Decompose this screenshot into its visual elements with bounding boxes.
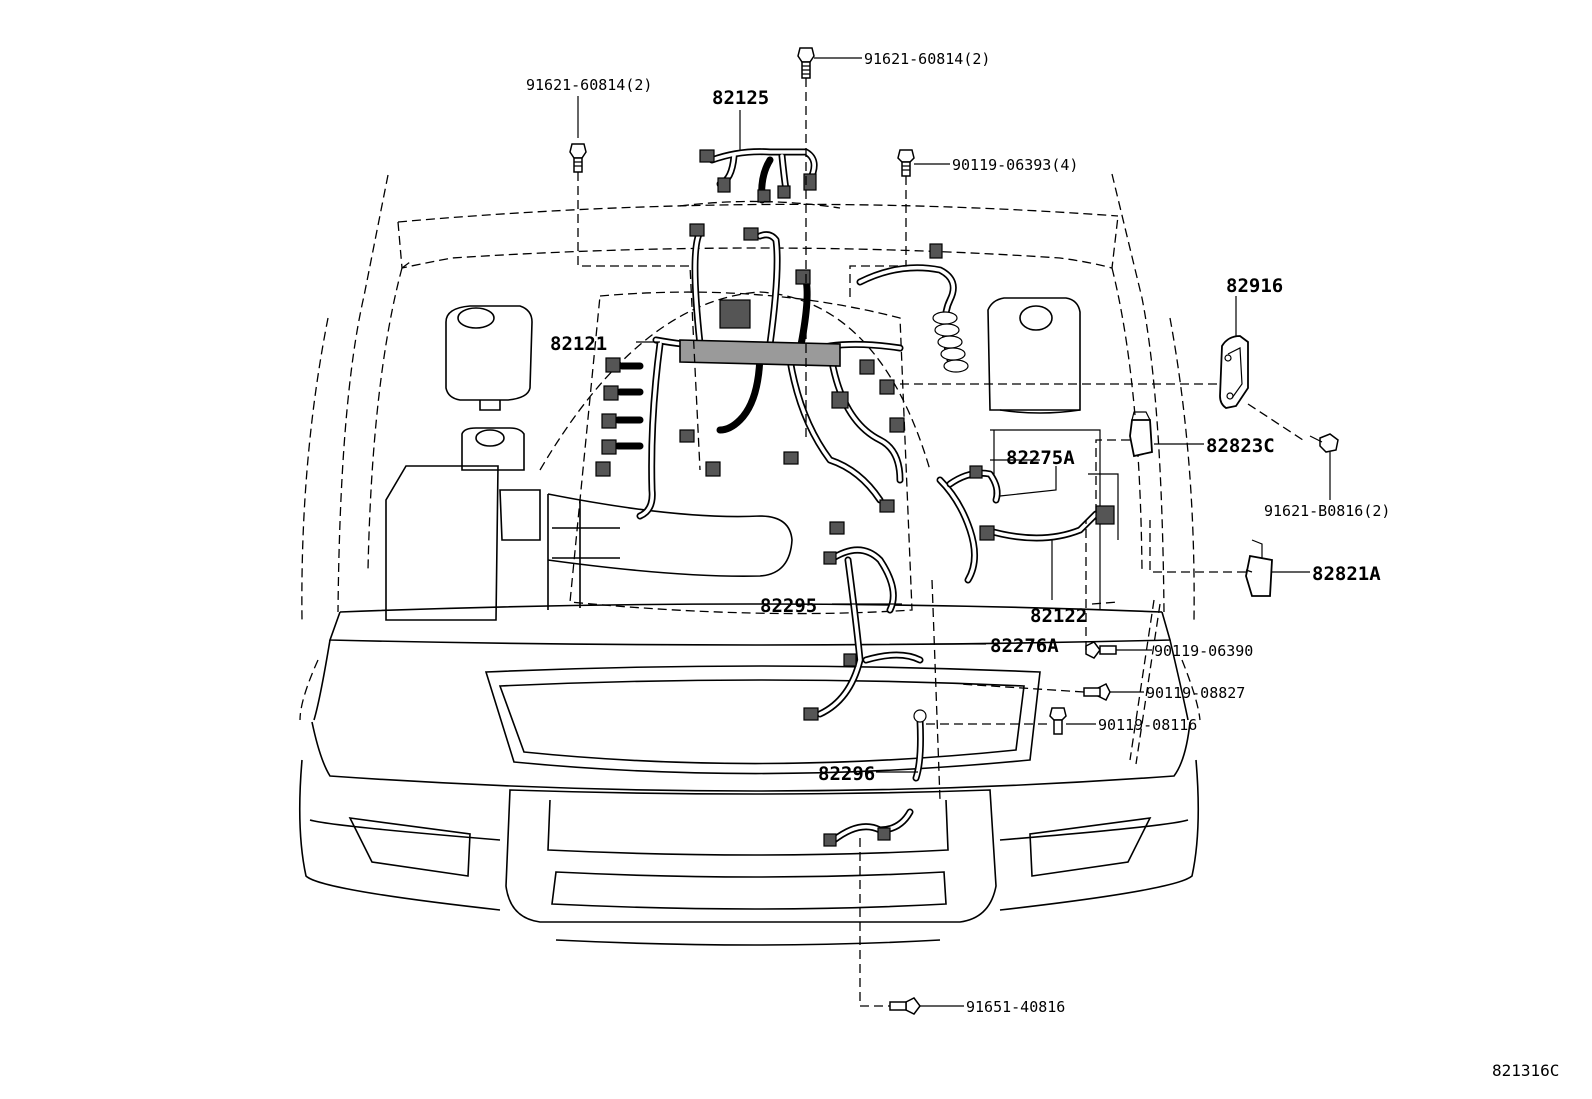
label-82823C: 82823C	[1206, 435, 1275, 457]
wire-82296	[823, 709, 927, 847]
harness-82122	[856, 243, 1115, 584]
harness-82125	[699, 148, 818, 204]
label-bolt-90119-06390: 90119-06390	[1154, 642, 1253, 660]
relay-82823C	[1129, 411, 1153, 458]
label-82916: 82916	[1226, 275, 1283, 297]
engine-bay-components	[385, 291, 1119, 621]
part-labels: 91621-60814(2) 91621-60814(2) 82125 9011…	[526, 50, 1559, 1080]
bolt-91621-b0816-icon	[1309, 433, 1339, 453]
label-82821A: 82821A	[1312, 563, 1381, 585]
label-bolt-91651-40816: 91651-40816	[966, 998, 1065, 1016]
label-82125: 82125	[712, 87, 769, 109]
relay-82821A	[1245, 539, 1273, 597]
leader-lines	[577, 57, 1331, 1007]
vehicle-outline	[298, 173, 1201, 946]
bolt-91621-60814-left-icon	[569, 143, 587, 173]
label-82295: 82295	[760, 595, 817, 617]
label-bolt-90119-08116: 90119-08116	[1098, 716, 1197, 734]
wire-82276A	[803, 556, 924, 721]
bolt-90119-08827-icon	[1083, 682, 1111, 702]
label-82296: 82296	[818, 763, 875, 785]
label-82275A: 82275A	[1006, 447, 1075, 469]
label-82276A: 82276A	[990, 635, 1059, 657]
label-bolt-91621-b0816: 91621-B0816(2)	[1264, 502, 1390, 520]
label-82122: 82122	[1030, 605, 1087, 627]
label-bolt-left: 91621-60814(2)	[526, 76, 652, 94]
wire-82295	[823, 546, 897, 614]
harness-82121	[595, 223, 905, 535]
cover-82916	[1219, 335, 1249, 409]
bolt-90119-06390-icon	[1085, 641, 1117, 659]
bolt-91651-40816-icon	[889, 997, 921, 1015]
bolt-91621-60814-top-icon	[797, 47, 815, 79]
label-bolt-90119-08827: 90119-08827	[1146, 684, 1245, 702]
label-bolt-90119-06393: 90119-06393(4)	[952, 156, 1078, 174]
wire-82275A	[946, 465, 1001, 504]
figure-code: 821316C	[1492, 1061, 1559, 1080]
label-bolt-top: 91621-60814(2)	[864, 50, 990, 68]
label-82121: 82121	[550, 333, 607, 355]
corrugated-loom	[932, 311, 969, 373]
bolt-90119-06393-icon	[897, 149, 915, 177]
bolt-90119-08116-icon	[1049, 707, 1067, 735]
